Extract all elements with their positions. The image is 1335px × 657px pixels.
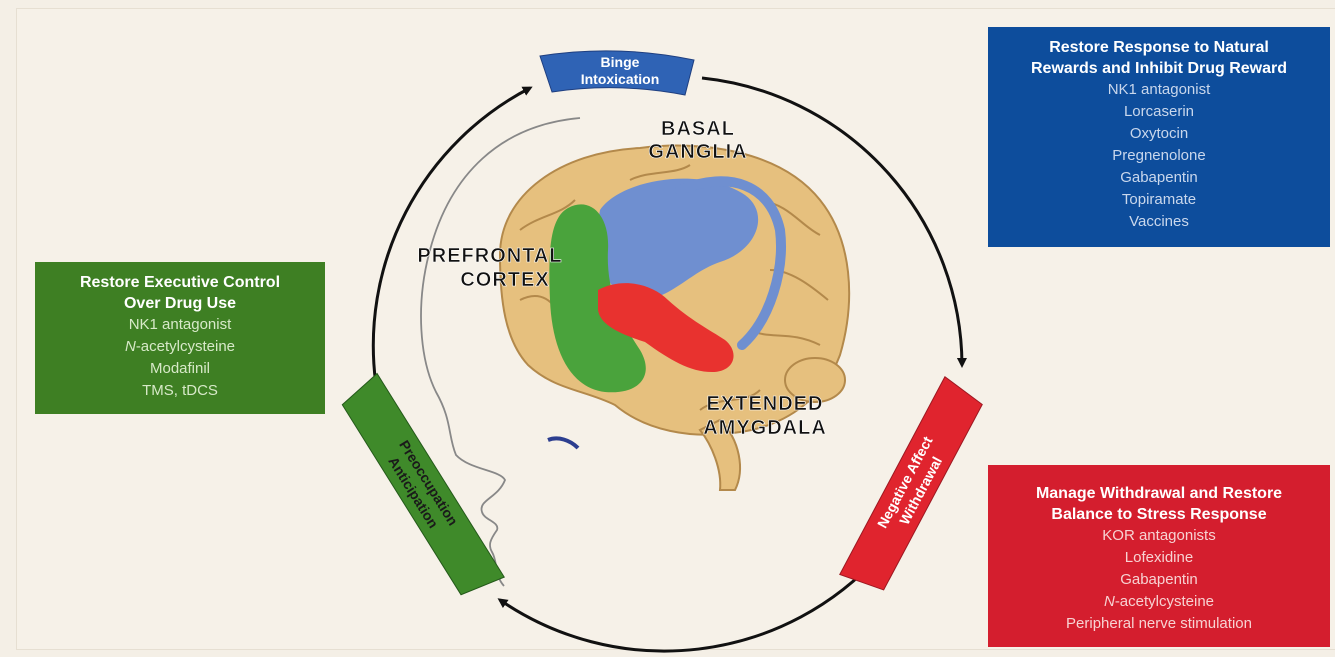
list-item: Modafinil — [35, 358, 325, 380]
list-item: NK1 antagonist — [988, 79, 1330, 101]
withdrawal-stress-panel: Manage Withdrawal and Restore Balance to… — [988, 465, 1330, 647]
binge-label: Binge — [601, 54, 640, 70]
list-item: Peripheral nerve stimulation — [988, 613, 1330, 635]
list-item: NK1 antagonist — [35, 314, 325, 336]
extended-amygdala-label: Extended — [707, 393, 824, 415]
natural-rewards-panel: Restore Response to Natural Rewards and … — [988, 27, 1330, 247]
list-item: Gabapentin — [988, 569, 1330, 591]
executive-control-title-1: Restore Executive Control — [35, 272, 325, 293]
withdrawal-stress-list: KOR antagonists Lofexidine Gabapentin N-… — [988, 525, 1330, 635]
list-item: TMS, tDCS — [35, 380, 325, 402]
list-item: N-acetylcysteine — [35, 336, 325, 358]
list-item: Lofexidine — [988, 547, 1330, 569]
list-item: Vaccines — [988, 211, 1330, 233]
list-item: Gabapentin — [988, 167, 1330, 189]
executive-control-title-2: Over Drug Use — [35, 293, 325, 314]
preoccupation-banner — [338, 374, 504, 602]
natural-rewards-list: NK1 antagonist Lorcaserin Oxytocin Pregn… — [988, 79, 1330, 233]
basal-ganglia-label-2: Ganglia — [648, 141, 747, 163]
natural-rewards-title-1: Restore Response to Natural — [988, 37, 1330, 58]
basal-ganglia-label: Basal — [661, 118, 735, 140]
withdrawal-stress-title-1: Manage Withdrawal and Restore — [988, 483, 1330, 504]
binge-intoxication-stage: Binge Intoxication — [540, 51, 694, 95]
list-item: KOR antagonists — [988, 525, 1330, 547]
list-item: Lorcaserin — [988, 101, 1330, 123]
list-item: Topiramate — [988, 189, 1330, 211]
eye-mark — [548, 438, 578, 448]
negative-affect-banner — [840, 377, 986, 596]
cycle-arrow-negative-to-preoccupation — [500, 555, 880, 651]
list-item: Oxytocin — [988, 123, 1330, 145]
list-item: N-acetylcysteine — [988, 591, 1330, 613]
prefrontal-cortex-label: Prefrontal — [417, 245, 562, 267]
natural-rewards-title-2: Rewards and Inhibit Drug Reward — [988, 58, 1330, 79]
negative-affect-stage: Negative Affect Withdrawal — [840, 377, 986, 596]
prefrontal-cortex-label-2: Cortex — [460, 269, 549, 291]
preoccupation-stage: Preoccupation Anticipation — [338, 374, 504, 602]
withdrawal-stress-title-2: Balance to Stress Response — [988, 504, 1330, 525]
executive-control-list: NK1 antagonist N-acetylcysteine Modafini… — [35, 314, 325, 402]
executive-control-panel: Restore Executive Control Over Drug Use … — [35, 262, 325, 414]
list-item: Pregnenolone — [988, 145, 1330, 167]
extended-amygdala-label-2: Amygdala — [703, 417, 827, 439]
intoxication-label: Intoxication — [581, 71, 660, 87]
